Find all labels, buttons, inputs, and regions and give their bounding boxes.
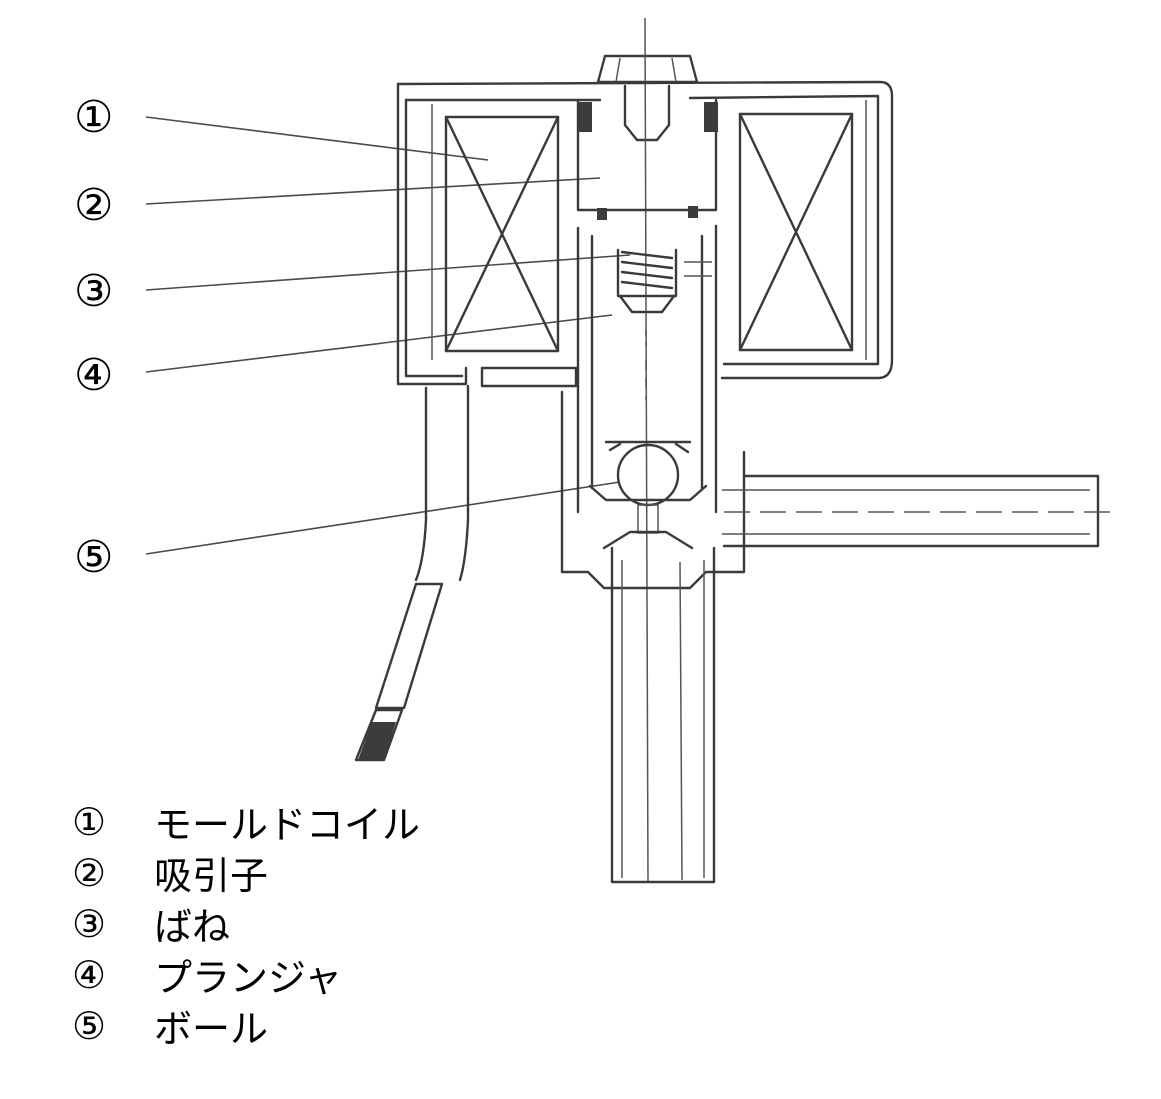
legend-label: ボール bbox=[154, 1007, 269, 1051]
legend-item: ④ プランジャ bbox=[72, 949, 420, 1001]
legend-item: ① モールドコイル bbox=[72, 796, 421, 848]
attractor bbox=[576, 98, 718, 220]
right-coil bbox=[738, 100, 867, 360]
leader-line-3 bbox=[145, 254, 631, 291]
leader-line-5 bbox=[145, 481, 621, 555]
callout-3: ③ bbox=[74, 266, 113, 317]
callout-1: ① bbox=[74, 92, 113, 143]
callout-4: ④ bbox=[74, 350, 113, 401]
legend-number: ③ bbox=[72, 901, 107, 946]
legend-label: モールドコイル bbox=[154, 803, 421, 847]
legend-item: ⑤ ボール bbox=[72, 1000, 420, 1052]
leader-line-1 bbox=[145, 116, 489, 161]
ball bbox=[588, 442, 708, 534]
left-coil bbox=[431, 104, 560, 360]
leader-lines bbox=[145, 116, 631, 555]
leader-line-2 bbox=[145, 177, 601, 205]
legend-label: 吸引子 bbox=[154, 854, 269, 898]
leader-line-4 bbox=[145, 314, 613, 373]
callout-2: ② bbox=[74, 180, 113, 231]
outlet-pipe bbox=[602, 530, 716, 884]
yoke-frame bbox=[396, 80, 894, 388]
plunger-tube bbox=[560, 224, 746, 590]
legend-label: ばね bbox=[154, 905, 231, 949]
centerline bbox=[644, 17, 649, 883]
legend-number: ④ bbox=[72, 952, 107, 997]
lead-wire bbox=[354, 384, 470, 762]
callout-5: ⑤ bbox=[74, 532, 113, 583]
legend-label: プランジャ bbox=[154, 956, 343, 1000]
inlet-pipe bbox=[722, 474, 1116, 548]
plunger bbox=[604, 330, 692, 444]
legend-number: ① bbox=[72, 799, 107, 844]
legend-number: ② bbox=[72, 850, 107, 895]
legend-item: ③ ばね bbox=[72, 898, 420, 950]
legend: ① モールドコイル ② 吸引子 ③ ばね ④ プランジャ ⑤ ボール bbox=[72, 796, 421, 1052]
spring bbox=[616, 248, 712, 314]
top-nut bbox=[596, 54, 699, 142]
legend-number: ⑤ bbox=[72, 1003, 107, 1048]
legend-item: ② 吸引子 bbox=[72, 847, 420, 899]
